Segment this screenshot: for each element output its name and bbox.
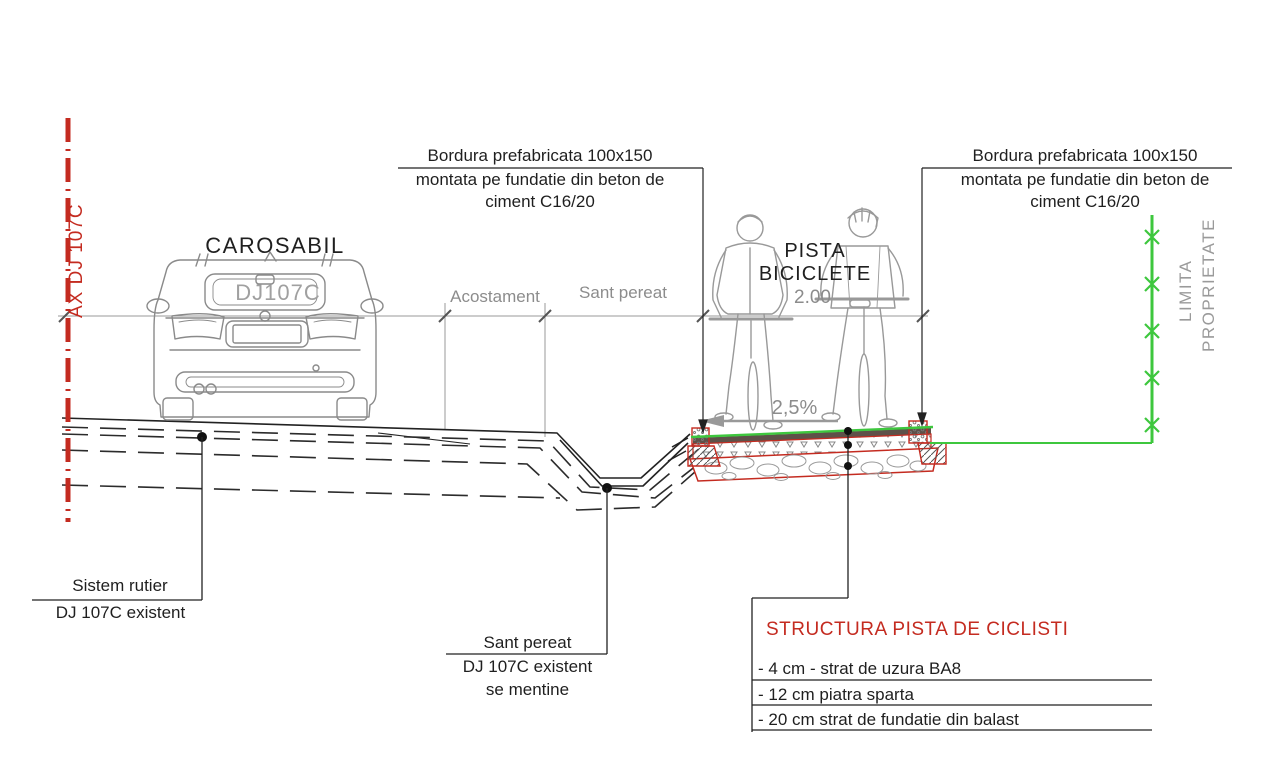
ditch-note-line2: DJ 107C existent [462, 657, 593, 676]
ballast-layer [688, 447, 939, 482]
curb-note-left-line2: montata pe fundatie din beton de [415, 170, 665, 189]
ditch-note-line3: se mentine [485, 680, 570, 699]
road-system-leader [32, 432, 207, 601]
cyclists-illustration [708, 207, 910, 431]
right-curb-foundation [917, 442, 947, 465]
slope-label: 2,5% [771, 397, 818, 419]
curb-note-left-line3: ciment C16/20 [485, 192, 595, 211]
shoulder-label: Acostament [450, 287, 540, 306]
bike-lane-label-line1: PISTA [784, 240, 846, 262]
axis-label: AX DJ 107C [66, 203, 87, 318]
roadway-label: CAROSABIL [205, 233, 345, 258]
property-limit-label-line1: LIMITA [1176, 259, 1195, 322]
ditch-note-line1: Sant pereat [483, 633, 572, 652]
curb-note-right-line3: ciment C16/20 [1030, 192, 1140, 211]
structure-table-row-2: - 12 cm piatra sparta [758, 685, 914, 704]
curb-note-right-line1: Bordura prefabricata 100x150 [972, 146, 1198, 165]
existing-pavement-dashed-lines [61, 426, 707, 511]
car-window-text: DJ107C [235, 280, 321, 305]
car-illustration [146, 251, 384, 421]
structure-table-lines [751, 598, 1152, 732]
ditch-note-leader [446, 483, 612, 655]
curb-note-right-line2: montata pe fundatie din beton de [960, 170, 1210, 189]
structure-table-title: STRUCTURA PISTA DE CICLISTI [766, 619, 1069, 640]
property-limit-label-line2: PROPRIETATE [1199, 218, 1218, 352]
road-system-note-line1: Sistem rutier [72, 576, 168, 595]
structure-table-leader [752, 427, 852, 599]
curb-note-leaders [398, 167, 1232, 434]
bike-path-structure [667, 420, 947, 482]
bike-lane-label-line2: BICICLETE [758, 263, 872, 285]
dimension-line [58, 303, 928, 437]
road-surface-lines [61, 417, 691, 487]
bike-lane-width-dimension: 2.00 [794, 287, 831, 308]
paved-ditch-label: Sant pereat [579, 283, 667, 302]
left-curb-foundation [687, 445, 721, 467]
road-system-note-line2: DJ 107C existent [55, 603, 186, 622]
curb-note-left-line1: Bordura prefabricata 100x150 [427, 146, 653, 165]
structure-table-row-3: - 20 cm strat de fundatie din balast [758, 710, 1019, 729]
ballast-cobbles [704, 454, 927, 481]
property-limit-x-marks [1144, 229, 1160, 433]
asphalt-layer [693, 428, 931, 444]
right-curb-block [908, 420, 928, 444]
slope-arrow [700, 415, 838, 427]
property-limit-line [690, 215, 1160, 444]
structure-table-row-1: - 4 cm - strat de uzura BA8 [758, 659, 962, 678]
